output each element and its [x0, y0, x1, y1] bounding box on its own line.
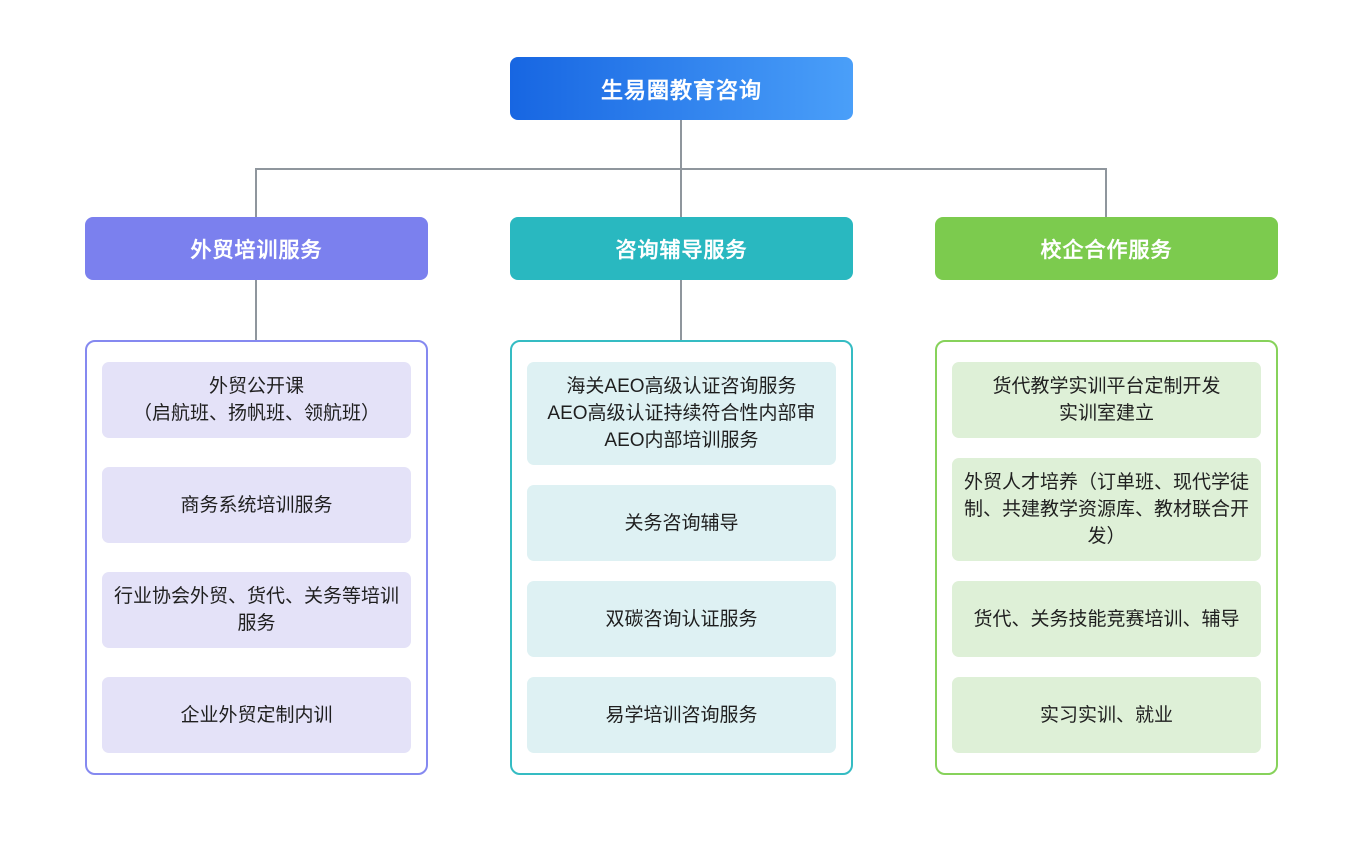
connector-drop-branch-2: [680, 168, 682, 217]
branch-header-consulting-coaching: 咨询辅导服务: [510, 217, 853, 280]
service-item: 实习实训、就业: [952, 677, 1261, 753]
root-node-label: 生易圈教育咨询: [600, 77, 762, 103]
service-item: 关务咨询辅导: [527, 485, 836, 561]
connector-drop-branch-3: [1105, 168, 1107, 217]
service-item: 行业协会外贸、货代、关务等培训服务: [102, 572, 411, 648]
service-item: 易学培训咨询服务: [527, 677, 836, 753]
connector-drop-branch-1: [255, 168, 257, 217]
service-item: 外贸公开课 （启航班、扬帆班、领航班）: [102, 362, 411, 438]
service-item: 海关AEO高级认证咨询服务 AEO高级认证持续符合性内部审 AEO内部培训服务: [527, 362, 836, 465]
connector-header-container-1: [255, 280, 257, 340]
branch-header-label: 咨询辅导服务: [615, 238, 748, 262]
connector-header-container-2: [680, 280, 682, 340]
service-item: 商务系统培训服务: [102, 467, 411, 543]
service-item: 双碳咨询认证服务: [527, 581, 836, 657]
branch-header-label: 外贸培训服务: [190, 238, 323, 262]
connector-root-drop: [680, 120, 682, 168]
branch-header-label: 校企合作服务: [1040, 238, 1173, 262]
root-node: 生易圈教育咨询: [510, 57, 853, 120]
branch-container-school-enterprise: 货代教学实训平台定制开发 实训室建立 外贸人才培养（订单班、现代学徒制、共建教学…: [935, 340, 1278, 775]
branch-header-foreign-trade-training: 外贸培训服务: [85, 217, 428, 280]
service-item: 货代教学实训平台定制开发 实训室建立: [952, 362, 1261, 438]
service-item: 企业外贸定制内训: [102, 677, 411, 753]
service-item: 货代、关务技能竞赛培训、辅导: [952, 581, 1261, 657]
branch-header-school-enterprise: 校企合作服务: [935, 217, 1278, 280]
branch-container-consulting-coaching: 海关AEO高级认证咨询服务 AEO高级认证持续符合性内部审 AEO内部培训服务 …: [510, 340, 853, 775]
branch-container-foreign-trade-training: 外贸公开课 （启航班、扬帆班、领航班） 商务系统培训服务 行业协会外贸、货代、关…: [85, 340, 428, 775]
service-item: 外贸人才培养（订单班、现代学徒制、共建教学资源库、教材联合开发）: [952, 458, 1261, 561]
